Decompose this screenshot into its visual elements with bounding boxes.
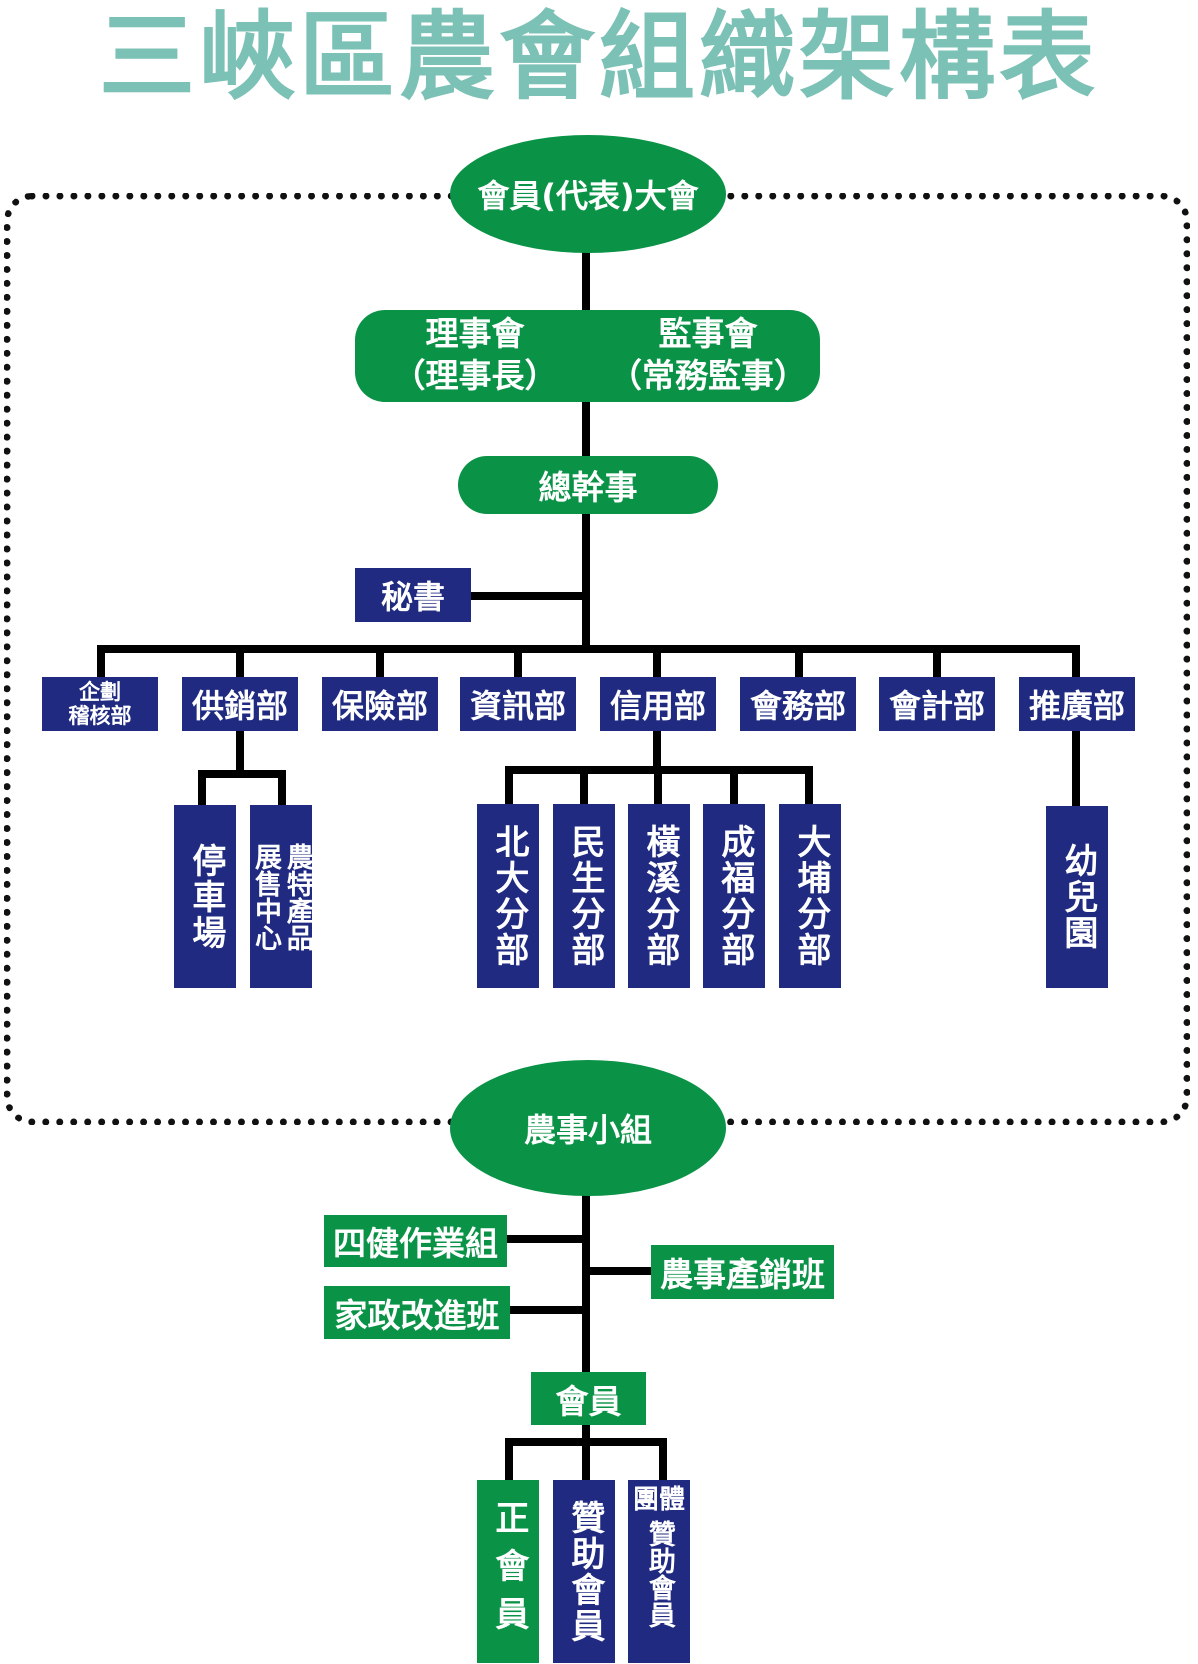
supporting-member-node: 贊助會員 bbox=[553, 1480, 615, 1663]
connector-line bbox=[582, 1422, 590, 1442]
group-supporting-member-node: 團體 贊助會員 bbox=[628, 1480, 690, 1663]
connector-line bbox=[585, 1267, 651, 1275]
extension-dept-node: 推廣部 bbox=[1019, 677, 1135, 731]
connector-line bbox=[505, 1306, 585, 1314]
planning-audit-dept-node: 企劃 稽核部 bbox=[42, 677, 158, 731]
planning-audit-line1: 企劃 bbox=[79, 680, 121, 704]
farm-products-center-col1: 農特產品 bbox=[281, 842, 312, 951]
info-dept-label: 資訊部 bbox=[469, 687, 566, 725]
affairs-dept-node: 會務部 bbox=[740, 677, 856, 731]
connector-line bbox=[198, 770, 206, 805]
kindergarten-label: 幼兒園 bbox=[1057, 843, 1098, 951]
planning-audit-line2: 稽核部 bbox=[68, 704, 132, 728]
production-marketing-class-label: 農事產銷班 bbox=[660, 1255, 825, 1294]
farm-products-center-node: 農特產品 展售中心 bbox=[250, 805, 312, 988]
connector-line bbox=[505, 1235, 585, 1243]
regular-member-node: 正會員 bbox=[477, 1480, 539, 1663]
members-label: 會員 bbox=[555, 1381, 622, 1421]
connector-line bbox=[198, 770, 286, 778]
board-node: 理事會 （理事長） 監事會 （常務監事） bbox=[355, 310, 820, 402]
connector-line bbox=[653, 645, 661, 677]
connector-line bbox=[97, 645, 1077, 653]
connector-line bbox=[505, 766, 513, 804]
group-supporting-member-label: 贊助會員 bbox=[643, 1520, 675, 1628]
connector-line bbox=[582, 240, 590, 645]
connector-line bbox=[470, 592, 585, 600]
secretary-node: 秘書 bbox=[355, 568, 471, 622]
four-h-group-label: 四健作業組 bbox=[333, 1224, 498, 1263]
connector-line bbox=[580, 766, 588, 804]
four-h-group-node: 四健作業組 bbox=[324, 1215, 507, 1267]
general-assembly-label: 會員(代表)大會 bbox=[477, 177, 699, 215]
connector-line bbox=[653, 728, 661, 773]
farm-products-center-col2: 展售中心 bbox=[250, 842, 281, 951]
chart-title: 三峽區農會組織架構表 bbox=[99, 1, 1099, 113]
connector-line bbox=[1072, 728, 1080, 806]
connector-line bbox=[236, 728, 244, 773]
connector-line bbox=[97, 645, 105, 677]
connector-line bbox=[795, 645, 803, 677]
supporting-member-label: 贊助會員 bbox=[564, 1499, 605, 1644]
parking-lot-label: 停車場 bbox=[185, 842, 226, 951]
affairs-dept-label: 會務部 bbox=[749, 687, 846, 725]
connector-line bbox=[582, 1190, 590, 1375]
credit-branch-node: 民生分部 bbox=[553, 804, 615, 988]
connector-line bbox=[236, 645, 244, 677]
production-marketing-class-node: 農事產銷班 bbox=[651, 1245, 834, 1299]
home-economics-class-node: 家政改進班 bbox=[324, 1286, 510, 1339]
secretary-label: 秘書 bbox=[380, 578, 445, 616]
extension-dept-label: 推廣部 bbox=[1028, 687, 1125, 725]
board-of-supervisors-label: 監事會 bbox=[658, 314, 758, 353]
credit-branch-node: 大埔分部 bbox=[779, 804, 841, 988]
connector-line bbox=[659, 1438, 667, 1483]
connector-line bbox=[582, 1438, 590, 1483]
credit-branch-node: 橫溪分部 bbox=[628, 804, 690, 988]
accounting-dept-label: 會計部 bbox=[888, 687, 985, 725]
chairman-label: （理事長） bbox=[392, 356, 558, 395]
standing-supervisor-label: （常務監事） bbox=[609, 356, 807, 395]
connector-line bbox=[376, 645, 384, 677]
credit-branch-label: 民生分部 bbox=[564, 824, 605, 968]
insurance-dept-label: 保險部 bbox=[331, 687, 428, 725]
credit-branch-label: 大埔分部 bbox=[790, 824, 831, 968]
connector-line bbox=[278, 770, 286, 805]
board-of-directors-label: 理事會 bbox=[425, 314, 525, 353]
connector-line bbox=[1072, 645, 1080, 677]
connector-line bbox=[805, 766, 813, 804]
general-manager-node: 總幹事 bbox=[458, 456, 718, 514]
supply-dept-node: 供銷部 bbox=[182, 677, 298, 731]
parking-lot-node: 停車場 bbox=[174, 805, 236, 988]
credit-branch-node: 北大分部 bbox=[477, 804, 539, 988]
farm-group-node: 農事小組 bbox=[450, 1060, 726, 1196]
credit-dept-node: 信用部 bbox=[600, 677, 716, 731]
accounting-dept-node: 會計部 bbox=[879, 677, 995, 731]
credit-dept-label: 信用部 bbox=[609, 687, 706, 725]
connector-line bbox=[514, 645, 522, 677]
home-economics-class-label: 家政改進班 bbox=[334, 1295, 500, 1335]
credit-branch-node: 成福分部 bbox=[703, 804, 765, 988]
connector-line bbox=[933, 645, 941, 677]
connector-line bbox=[730, 766, 738, 804]
credit-branch-label: 北大分部 bbox=[488, 824, 529, 968]
general-assembly-node: 會員(代表)大會 bbox=[450, 135, 726, 253]
general-manager-label: 總幹事 bbox=[538, 468, 638, 507]
farm-group-label: 農事小組 bbox=[523, 1111, 652, 1149]
info-dept-node: 資訊部 bbox=[460, 677, 576, 731]
connector-line bbox=[654, 766, 662, 804]
kindergarten-node: 幼兒園 bbox=[1046, 806, 1108, 988]
connector-line bbox=[505, 1438, 513, 1483]
insurance-dept-node: 保險部 bbox=[322, 677, 438, 731]
credit-branch-label: 橫溪分部 bbox=[639, 824, 680, 968]
regular-member-label: 正會員 bbox=[488, 1499, 529, 1644]
group-supporting-member-group-label: 團體 bbox=[632, 1485, 685, 1515]
credit-branch-label: 成福分部 bbox=[714, 824, 755, 968]
supply-dept-label: 供銷部 bbox=[191, 687, 288, 725]
members-node: 會員 bbox=[531, 1372, 646, 1425]
